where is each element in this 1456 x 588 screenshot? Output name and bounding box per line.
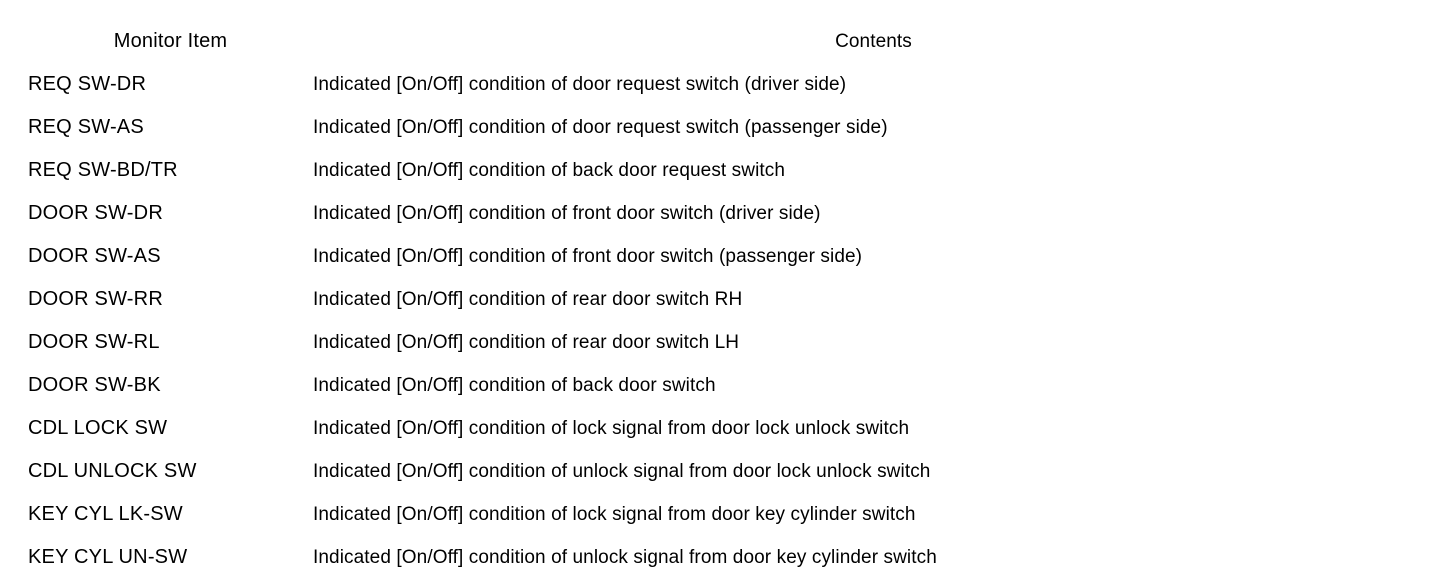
cell-monitor-item: KEY CYL LK-SW xyxy=(28,493,313,536)
cell-contents: Indicated [On/Off] condition of door req… xyxy=(313,106,1434,149)
cell-contents: Indicated [On/Off] condition of unlock s… xyxy=(313,450,1434,493)
cell-contents: Indicated [On/Off] condition of lock sig… xyxy=(313,407,1434,450)
column-header-contents: Contents xyxy=(313,20,1434,63)
cell-contents: Indicated [On/Off] condition of door req… xyxy=(313,63,1434,106)
cell-monitor-item: KEY CYL UN-SW xyxy=(28,536,313,579)
column-header-monitor-item: Monitor Item xyxy=(28,20,313,63)
cell-contents: Indicated [On/Off] condition of back doo… xyxy=(313,149,1434,192)
cell-monitor-item: REQ SW-AS xyxy=(28,106,313,149)
cell-monitor-item: DOOR SW-RL xyxy=(28,321,313,364)
cell-contents: Indicated [On/Off] condition of rear doo… xyxy=(313,321,1434,364)
cell-contents: Indicated [On/Off] condition of unlock s… xyxy=(313,536,1434,579)
cell-contents: Indicated [On/Off] condition of front do… xyxy=(313,192,1434,235)
cell-monitor-item: DOOR SW-BK xyxy=(28,364,313,407)
cell-monitor-item: DOOR SW-RR xyxy=(28,278,313,321)
cell-monitor-item: REQ SW-DR xyxy=(28,63,313,106)
cell-monitor-item: CDL LOCK SW xyxy=(28,407,313,450)
table-header-row: Monitor Item Contents xyxy=(28,20,1434,63)
cell-contents: Indicated [On/Off] condition of back doo… xyxy=(313,364,1434,407)
cell-monitor-item: REQ SW-BD/TR xyxy=(28,149,313,192)
cell-monitor-item: DOOR SW-DR xyxy=(28,192,313,235)
cell-contents: Indicated [On/Off] condition of front do… xyxy=(313,235,1434,278)
cell-monitor-item: CDL UNLOCK SW xyxy=(28,450,313,493)
cell-contents: Indicated [On/Off] condition of rear doo… xyxy=(313,278,1434,321)
cell-monitor-item: DOOR SW-AS xyxy=(28,235,313,278)
table-header: Monitor Item Contents xyxy=(28,20,1434,63)
cell-contents: Indicated [On/Off] condition of lock sig… xyxy=(313,493,1434,536)
